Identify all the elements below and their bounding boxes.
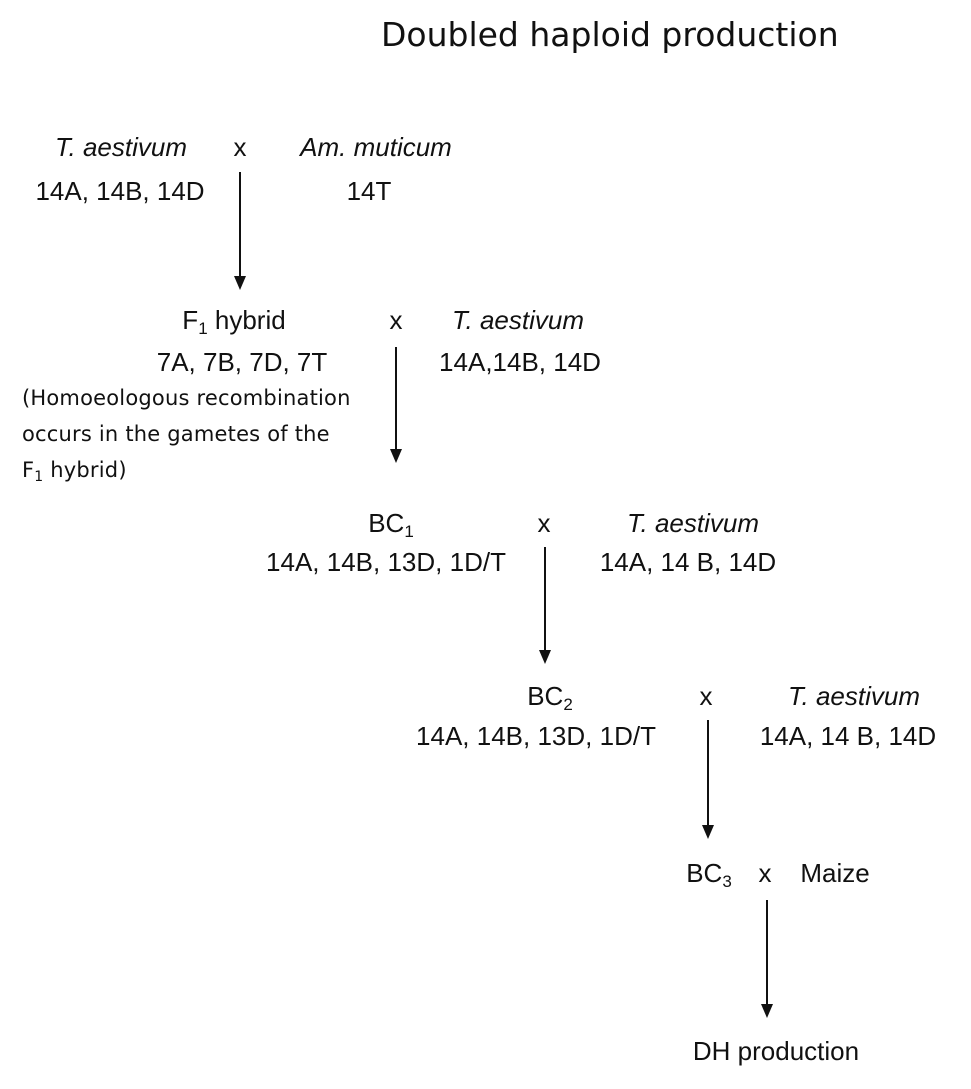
- parent2-name: Am. muticum: [300, 132, 452, 162]
- maize-parent-name: Maize: [800, 858, 870, 888]
- bc3-subscript: 3: [722, 872, 732, 891]
- f1-hybrid-prefix: F: [182, 305, 199, 335]
- backcross-parent-genome-3: 14A, 14 B, 14D: [599, 547, 777, 577]
- bc1-genome: 14A, 14B, 13D, 1D/T: [266, 547, 506, 577]
- arrow-4: [702, 720, 714, 839]
- dh-production-label: DH production: [692, 1036, 860, 1066]
- bc3-label: BC3: [686, 858, 732, 891]
- bc3-prefix: BC: [686, 858, 723, 888]
- bc1-prefix: BC: [368, 508, 405, 538]
- bc2-prefix: BC: [527, 681, 564, 711]
- backcross-parent-name-4: T. aestivum: [788, 681, 920, 711]
- arrowhead-4: [702, 825, 714, 839]
- arrow-1: [234, 172, 246, 290]
- arrow-3: [539, 547, 551, 664]
- parent1-name: T. aestivum: [55, 132, 187, 162]
- cross-symbol-1: x: [233, 132, 247, 162]
- recombination-note-line2: occurs in the gametes of the: [22, 422, 330, 446]
- note-f1-subscript: 1: [34, 469, 44, 485]
- bc1-label: BC1: [368, 508, 414, 541]
- cross-symbol-2: x: [389, 305, 403, 335]
- parent1-genome: 14A, 14B, 14D: [35, 176, 205, 206]
- recombination-note-line1: (Homoeologous recombination: [22, 386, 351, 410]
- bc2-genome: 14A, 14B, 13D, 1D/T: [416, 721, 656, 751]
- note-f1-prefix: F: [22, 458, 35, 482]
- backcross-parent-name-2: T. aestivum: [452, 305, 584, 335]
- bc2-subscript: 2: [563, 695, 573, 714]
- arrow-2: [390, 347, 402, 463]
- arrowhead-5: [761, 1004, 773, 1018]
- f1-hybrid-label: F1 hybrid: [182, 305, 286, 338]
- backcross-parent-genome-2: 14A,14B, 14D: [439, 347, 601, 377]
- bc2-label: BC2: [527, 681, 573, 714]
- arrowhead-1: [234, 276, 246, 290]
- cross-symbol-3: x: [537, 508, 551, 538]
- parent2-genome: 14T: [346, 176, 392, 206]
- diagram-title: Doubled haploid production: [381, 15, 839, 54]
- cross-symbol-4: x: [699, 681, 713, 711]
- backcross-parent-name-3: T. aestivum: [627, 508, 759, 538]
- arrowhead-2: [390, 449, 402, 463]
- arrow-5: [761, 900, 773, 1018]
- f1-hybrid-genome: 7A, 7B, 7D, 7T: [156, 347, 328, 377]
- note-f1-suffix: hybrid): [43, 458, 127, 482]
- recombination-note-line3: F1 hybrid): [22, 456, 127, 492]
- cross-symbol-5: x: [758, 858, 772, 888]
- f1-hybrid-suffix: hybrid: [207, 305, 286, 335]
- f1-hybrid-subscript: 1: [198, 319, 208, 338]
- bc1-subscript: 1: [404, 522, 414, 541]
- backcross-parent-genome-4: 14A, 14 B, 14D: [759, 721, 937, 751]
- arrowhead-3: [539, 650, 551, 664]
